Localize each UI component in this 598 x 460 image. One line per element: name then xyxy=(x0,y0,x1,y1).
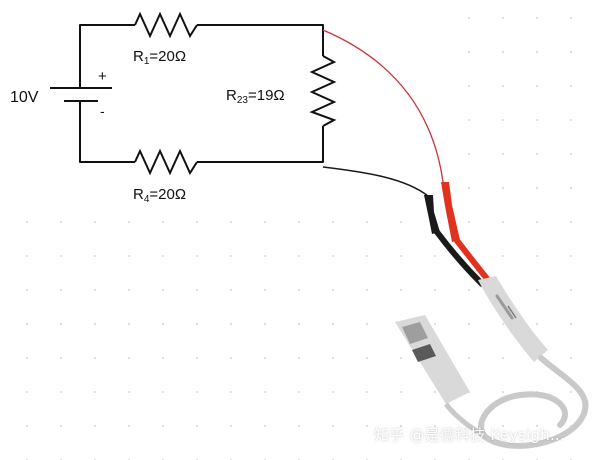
source-voltage-label: 10V xyxy=(10,89,39,106)
polarity-plus: + xyxy=(98,68,107,85)
resistor-r23 xyxy=(309,55,337,127)
r4-name: R xyxy=(133,186,144,203)
r4-value: =20Ω xyxy=(149,186,186,203)
r1-name: R xyxy=(133,48,144,65)
probe-wire-positive xyxy=(322,29,444,183)
probe-wire-negative xyxy=(322,166,429,197)
probe-inline-body xyxy=(478,276,548,362)
probe-cable xyxy=(478,355,589,449)
battery-symbol xyxy=(50,87,112,102)
r23-label: R23=19Ω xyxy=(226,87,285,106)
circuit-wires xyxy=(79,24,324,163)
r4-label: R4=20Ω xyxy=(133,186,186,205)
resistor-r1 xyxy=(134,11,198,39)
wire-left-top xyxy=(79,24,135,88)
r1-label: R1=20Ω xyxy=(133,48,186,67)
wire-top-right xyxy=(197,24,324,56)
r4-subscript: 4 xyxy=(144,194,150,205)
wire-bottom-left xyxy=(79,101,135,163)
watermark-text: 知乎 @是德科技 Keysigh... xyxy=(374,426,565,444)
r23-value: =19Ω xyxy=(248,87,285,104)
polarity-minus: - xyxy=(100,103,105,119)
probe-connector xyxy=(395,315,492,443)
r1-subscript: 1 xyxy=(144,56,150,67)
r1-value: =20Ω xyxy=(149,48,186,65)
probe-lead-negative xyxy=(424,195,485,287)
resistor-r4 xyxy=(134,148,198,176)
r23-subscript: 23 xyxy=(237,95,249,106)
r23-name: R xyxy=(226,87,237,104)
circuit-panel xyxy=(0,0,455,205)
wire-right-bottom xyxy=(197,126,324,163)
